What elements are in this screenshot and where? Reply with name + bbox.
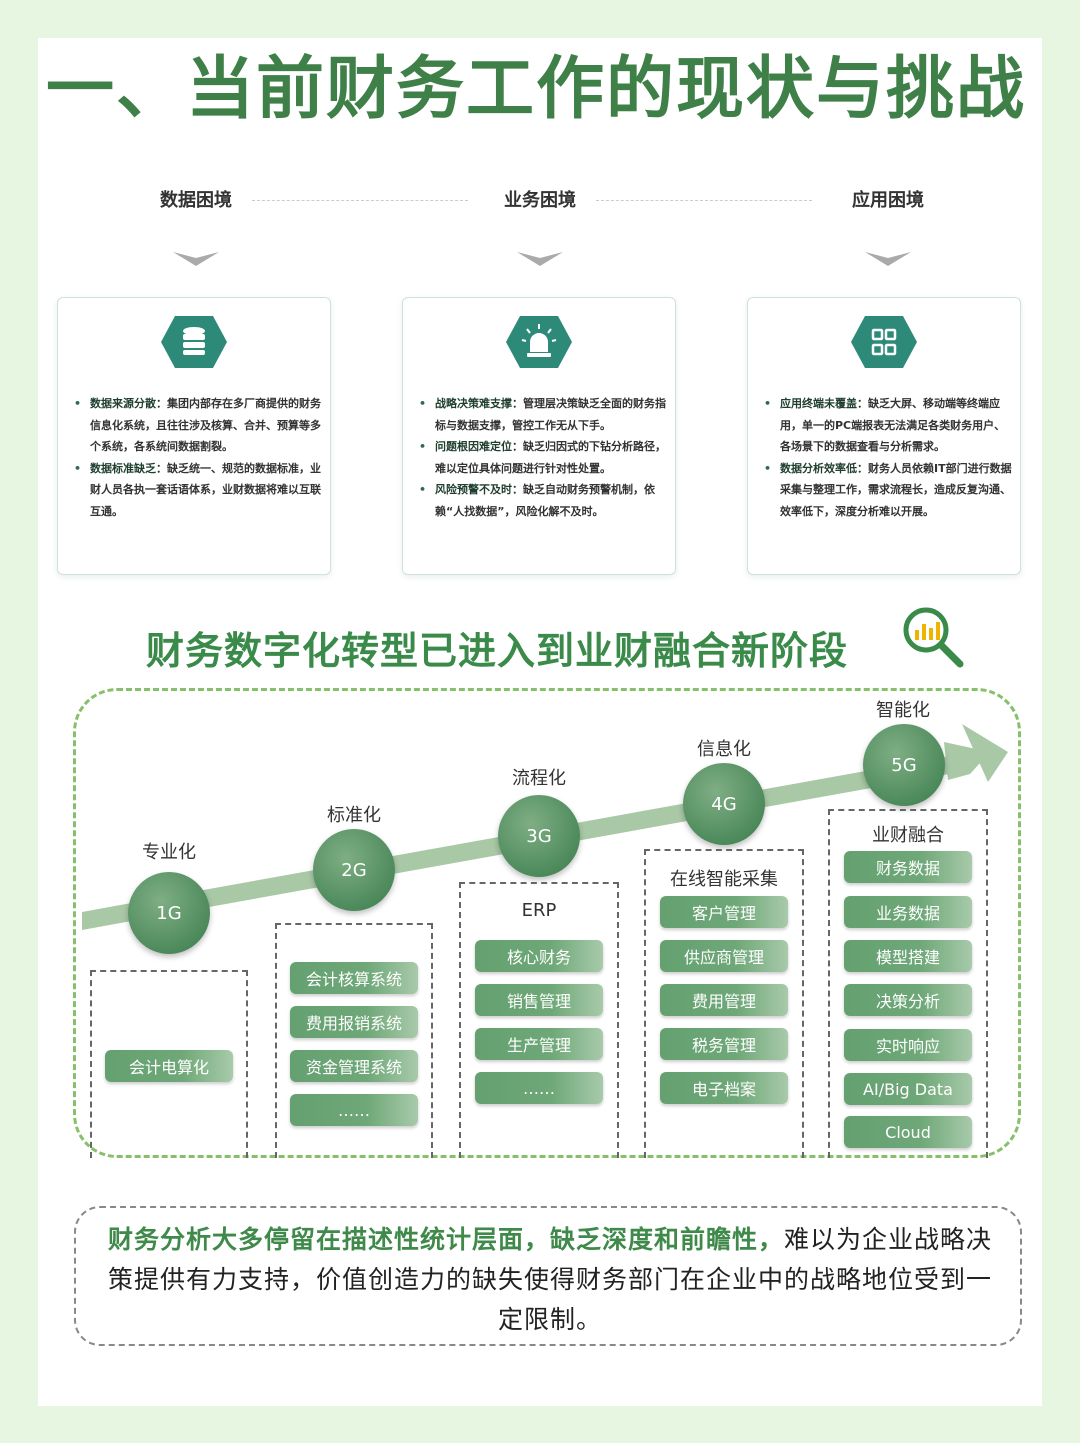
- heading-divider: [252, 200, 468, 201]
- stage-item: 供应商管理: [660, 940, 788, 972]
- stage-item: 资金管理系统: [290, 1050, 418, 1082]
- grid-apps-icon: [851, 316, 917, 368]
- list-item: 数据分析效率低：财务人员依赖IT部门进行数据采集与整理工作，需求流程长，造成反复…: [762, 458, 1016, 523]
- stage-label-3: 流程化: [512, 768, 566, 789]
- list-item: 问题根因难定位：缺乏归因式的下钻分析路径，难以定位具体问题进行针对性处置。: [417, 436, 671, 479]
- stage-item: 业务数据: [844, 896, 972, 928]
- stage-label-2: 标准化: [327, 805, 381, 826]
- down-arrow-icon: [865, 252, 911, 266]
- stage-item: 财务数据: [844, 851, 972, 883]
- stage-item: 税务管理: [660, 1028, 788, 1060]
- stage-label-1: 专业化: [142, 842, 196, 863]
- stage-node-2g: 2G: [313, 829, 395, 911]
- stage-box-heading: ERP: [521, 900, 557, 921]
- list-item: 风险预警不及时：缺乏自动财务预警机制，依赖“人找数据”，风险化解不及时。: [417, 479, 671, 522]
- column-heading-business: 业务困境: [504, 190, 576, 211]
- card-data-dilemma: 数据来源分散：集团内部存在多厂商提供的财务信息化系统，且往往涉及核算、合并、预算…: [57, 297, 331, 575]
- stage-item: 电子档案: [660, 1072, 788, 1104]
- stage-item: 客户管理: [660, 896, 788, 928]
- stage-item: AI/Big Data: [844, 1073, 972, 1105]
- stage-item: 销售管理: [475, 984, 603, 1016]
- database-icon: [161, 316, 227, 368]
- list-item: 应用终端未覆盖：缺乏大屏、移动端等终端应用，单一的PC端报表无法满足各类财务用户…: [762, 393, 1016, 458]
- stage-item: 费用管理: [660, 984, 788, 1016]
- stage-frame: [73, 688, 1021, 1158]
- list-item: 战略决策难支撑：管理层决策缺乏全面的财务指标与数据支撑，管控工作无从下手。: [417, 393, 671, 436]
- stage-item: ……: [475, 1072, 603, 1104]
- list-item: 数据标准缺乏：缺乏统一、规范的数据标准，业财人员各执一套话语体系，业财数据将难以…: [72, 458, 326, 523]
- stage-box-4: 在线智能采集 客户管理 供应商管理 费用管理 税务管理 电子档案: [644, 849, 804, 1158]
- summary-text: 财务分析大多停留在描述性统计层面，缺乏深度和前瞻性，难以为企业战略决策提供有力支…: [98, 1220, 1002, 1340]
- stage-node-4g: 4G: [683, 763, 765, 845]
- stage-item: 会计核算系统: [290, 962, 418, 994]
- stage-label-5: 智能化: [876, 700, 930, 721]
- stage-box-1: 会计电算化: [90, 970, 248, 1158]
- alarm-light-icon: [506, 316, 572, 368]
- down-arrow-icon: [173, 252, 219, 266]
- summary-highlight: 财务分析大多停留在描述性统计层面，缺乏深度和前瞻性，: [107, 1225, 784, 1254]
- card-application-dilemma: 应用终端未覆盖：缺乏大屏、移动端等终端应用，单一的PC端报表无法满足各类财务用户…: [747, 297, 1021, 575]
- stage-item: 生产管理: [475, 1028, 603, 1060]
- magnifier-chart-icon: [903, 607, 964, 668]
- stage-box-heading: 业财融合: [872, 825, 944, 846]
- stage-item: ……: [290, 1094, 418, 1126]
- bullet-list: 战略决策难支撑：管理层决策缺乏全面的财务指标与数据支撑，管控工作无从下手。 问题…: [417, 393, 671, 522]
- stage-item: 核心财务: [475, 940, 603, 972]
- down-arrow-icon: [517, 252, 563, 266]
- card-business-dilemma: 战略决策难支撑：管理层决策缺乏全面的财务指标与数据支撑，管控工作无从下手。 问题…: [402, 297, 676, 575]
- stage-item: 实时响应: [844, 1029, 972, 1061]
- heading-divider: [596, 200, 812, 201]
- section-subtitle: 财务数字化转型已进入到业财融合新阶段: [146, 629, 849, 673]
- stage-box-heading: 在线智能采集: [670, 869, 778, 890]
- stage-box-2: 会计核算系统 费用报销系统 资金管理系统 ……: [275, 923, 433, 1158]
- bullet-list: 应用终端未覆盖：缺乏大屏、移动端等终端应用，单一的PC端报表无法满足各类财务用户…: [762, 393, 1016, 522]
- stage-item: Cloud: [844, 1116, 972, 1148]
- column-heading-data: 数据困境: [160, 190, 232, 211]
- stage-node-5g: 5G: [863, 724, 945, 806]
- column-heading-application: 应用困境: [852, 190, 924, 211]
- stage-box-3: ERP 核心财务 销售管理 生产管理 ……: [459, 882, 619, 1158]
- stage-item: 费用报销系统: [290, 1006, 418, 1038]
- stage-item: 会计电算化: [105, 1050, 233, 1082]
- summary-rest: 难以为企业战略决策提供有力支持，价值创造力的缺失使得财务部门在企业中的战略地位受…: [107, 1225, 993, 1334]
- stage-item: 决策分析: [844, 984, 972, 1016]
- summary-box: 财务分析大多停留在描述性统计层面，缺乏深度和前瞻性，难以为企业战略决策提供有力支…: [74, 1206, 1022, 1346]
- bullet-list: 数据来源分散：集团内部存在多厂商提供的财务信息化系统，且往往涉及核算、合并、预算…: [72, 393, 326, 522]
- stage-node-3g: 3G: [498, 795, 580, 877]
- stage-item: 模型搭建: [844, 940, 972, 972]
- stage-node-1g: 1G: [128, 872, 210, 954]
- stage-box-5: 业财融合 财务数据 业务数据 模型搭建 决策分析 实时响应 AI/Big Dat…: [828, 809, 988, 1158]
- page-title: 一、当前财务工作的现状与挑战: [46, 50, 1027, 129]
- list-item: 数据来源分散：集团内部存在多厂商提供的财务信息化系统，且往往涉及核算、合并、预算…: [72, 393, 326, 458]
- stage-label-4: 信息化: [697, 739, 751, 760]
